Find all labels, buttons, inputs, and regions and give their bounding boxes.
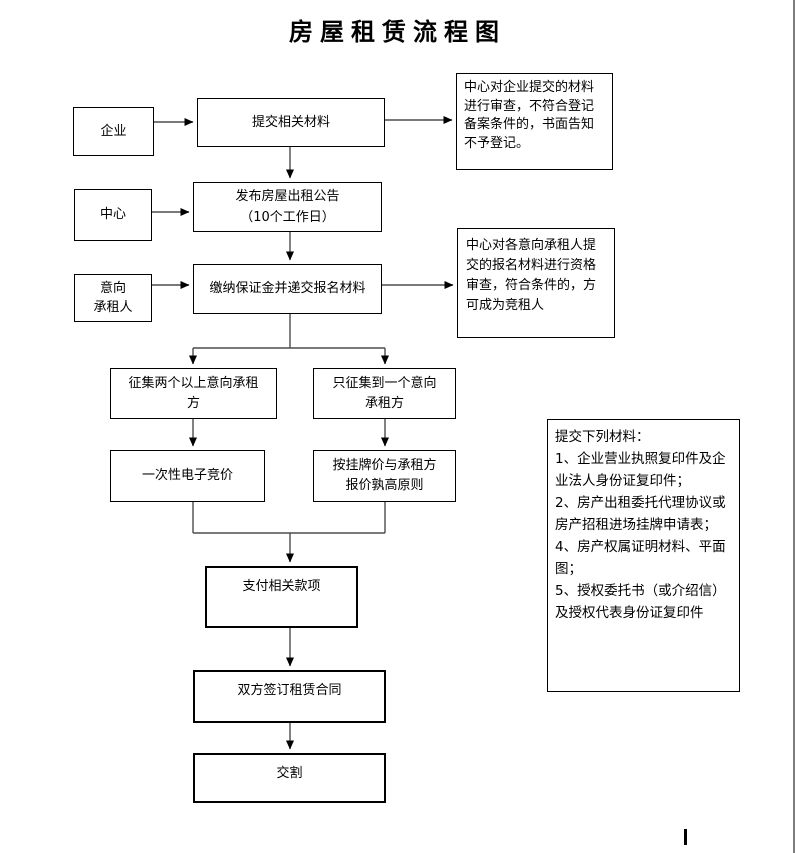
text-cursor [684, 829, 687, 845]
note-qualification: 中心对各意向承租人提交的报名材料进行资格审查，符合条件的，方可成为竞租人 [457, 228, 615, 338]
node-two-or-more-tenants: 征集两个以上意向承租 方 [110, 368, 277, 419]
node-intended-tenant: 意向 承租人 [74, 274, 152, 322]
node-handover: 交割 [193, 753, 386, 803]
note-materials-list: 提交下列材料： 1、企业营业执照复印件及企业法人身份证复印件； 2、房产出租委托… [547, 419, 740, 692]
node-electronic-bidding: 一次性电子竞价 [110, 450, 265, 502]
node-only-one-tenant: 只征集到一个意向 承租方 [313, 368, 456, 419]
node-sign-lease-contract: 双方签订租赁合同 [193, 670, 386, 723]
page-title: 房屋租赁流程图 [289, 18, 506, 46]
node-enterprise: 企业 [73, 107, 154, 156]
page-right-edge [793, 0, 795, 853]
node-higher-price-rule: 按挂牌价与承租方 报价孰高原则 [313, 450, 456, 502]
node-publish-notice: 发布房屋出租公告 （10个工作日） [193, 182, 382, 232]
node-pay-related-fees: 支付相关款项 [205, 566, 358, 628]
node-submit-materials: 提交相关材料 [197, 98, 385, 147]
node-pay-deposit: 缴纳保证金并递交报名材料 [193, 264, 382, 314]
note-review: 中心对企业提交的材料进行审查，不符合登记备案条件的，书面告知不予登记。 [456, 73, 613, 170]
node-center: 中心 [74, 189, 152, 241]
